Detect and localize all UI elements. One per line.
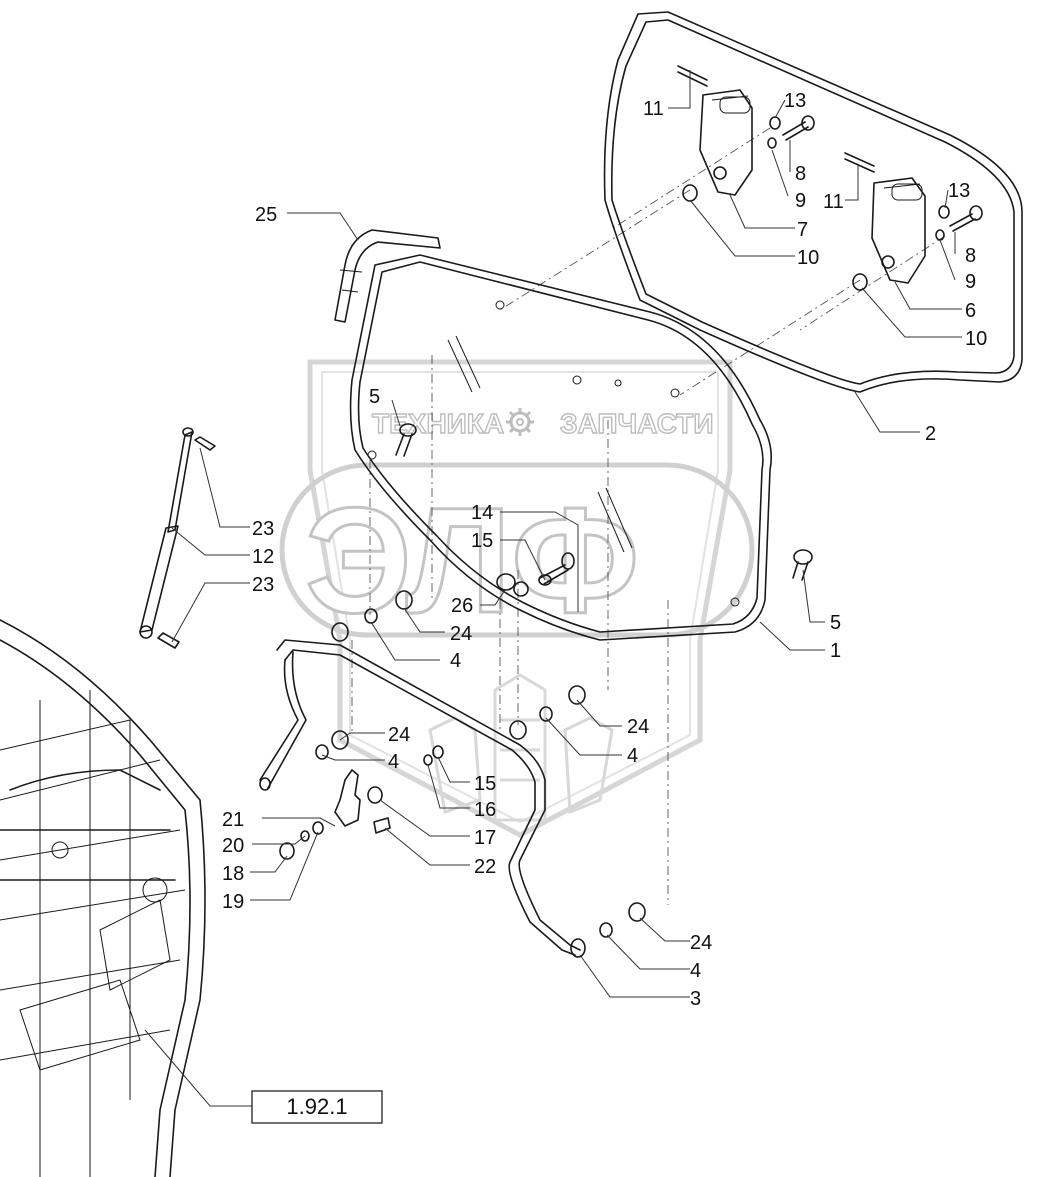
callout-22: 22	[474, 856, 496, 878]
watermark-text-right: ЗАПЧАСТИ	[560, 408, 713, 439]
callout-4-lower-right: 4	[690, 960, 701, 982]
callout-8-upper: 8	[795, 163, 806, 185]
hinge-upper	[677, 65, 753, 196]
callout-9-lower: 9	[965, 271, 976, 293]
cab-frame	[0, 619, 206, 1177]
callout-23-upper: 23	[252, 518, 274, 540]
callout-21: 21	[222, 809, 244, 831]
watermark: ТЕХНИКА ЗАПЧАСТИ ЭЛФ	[279, 359, 755, 838]
gear-icon	[506, 408, 534, 436]
callout-11-upper: 11	[643, 98, 664, 120]
callout-11-lower: 11	[823, 191, 844, 213]
callout-7: 7	[797, 219, 808, 241]
handle-bar	[259, 639, 586, 958]
callout-13-lower: 13	[948, 180, 970, 202]
callout-16: 16	[474, 799, 496, 821]
callout-4-upper-left: 4	[450, 650, 461, 672]
callout-6: 6	[965, 300, 976, 322]
lock-lever	[279, 769, 391, 860]
watermark-banner	[279, 462, 755, 638]
callout-4-mid-right: 4	[627, 745, 638, 767]
callout-15-lower: 15	[474, 773, 496, 795]
reference-box-label: 1.92.1	[286, 1094, 347, 1119]
seal-strip	[334, 229, 441, 323]
callout-20: 20	[222, 835, 244, 857]
callout-2: 2	[925, 423, 936, 445]
callout-8-lower: 8	[965, 245, 976, 267]
callout-18: 18	[222, 863, 244, 885]
callout-5-lower: 5	[830, 612, 841, 634]
screw-upper	[395, 423, 417, 457]
callout-24-mid-right: 24	[627, 716, 649, 738]
callout-17: 17	[474, 827, 496, 849]
callout-14: 14	[471, 502, 493, 524]
watermark-text-left: ТЕХНИКА	[372, 408, 504, 439]
callout-24-lower-right: 24	[690, 932, 712, 954]
reference-box[interactable]: 1.92.1	[251, 1090, 383, 1124]
callout-9-upper: 9	[795, 190, 806, 212]
callouts: 11 13 8 9 7 10 11 13 8 9 6 10 2 25 5 23 …	[222, 90, 987, 1010]
leader-lines	[144, 70, 962, 1107]
latch-assembly	[496, 552, 575, 597]
screw-lower	[792, 549, 813, 581]
callout-10-lower: 10	[965, 328, 987, 350]
callout-15-upper: 15	[471, 530, 493, 552]
rear-window-frame	[603, 11, 1023, 393]
callout-1: 1	[830, 640, 841, 662]
callout-24-upper-left: 24	[450, 623, 472, 645]
callout-4-mid-left: 4	[388, 751, 399, 773]
callout-19: 19	[222, 891, 244, 913]
callout-26: 26	[451, 595, 473, 617]
rear-door-panel	[349, 254, 773, 641]
hinge-fasteners	[682, 115, 983, 291]
callout-12: 12	[252, 546, 274, 568]
callout-13-upper: 13	[784, 90, 806, 112]
watermark-shield	[307, 359, 733, 838]
callout-24-mid-left: 24	[388, 724, 410, 746]
watermark-big-text: ЭЛФ	[305, 476, 639, 644]
hinge-lower	[844, 152, 926, 284]
callout-25: 25	[255, 204, 277, 226]
watermark-towers	[428, 673, 614, 822]
callout-10-upper: 10	[797, 247, 819, 269]
callout-23-lower: 23	[252, 574, 274, 596]
callout-5-upper: 5	[369, 386, 380, 408]
callout-3: 3	[690, 988, 701, 1010]
